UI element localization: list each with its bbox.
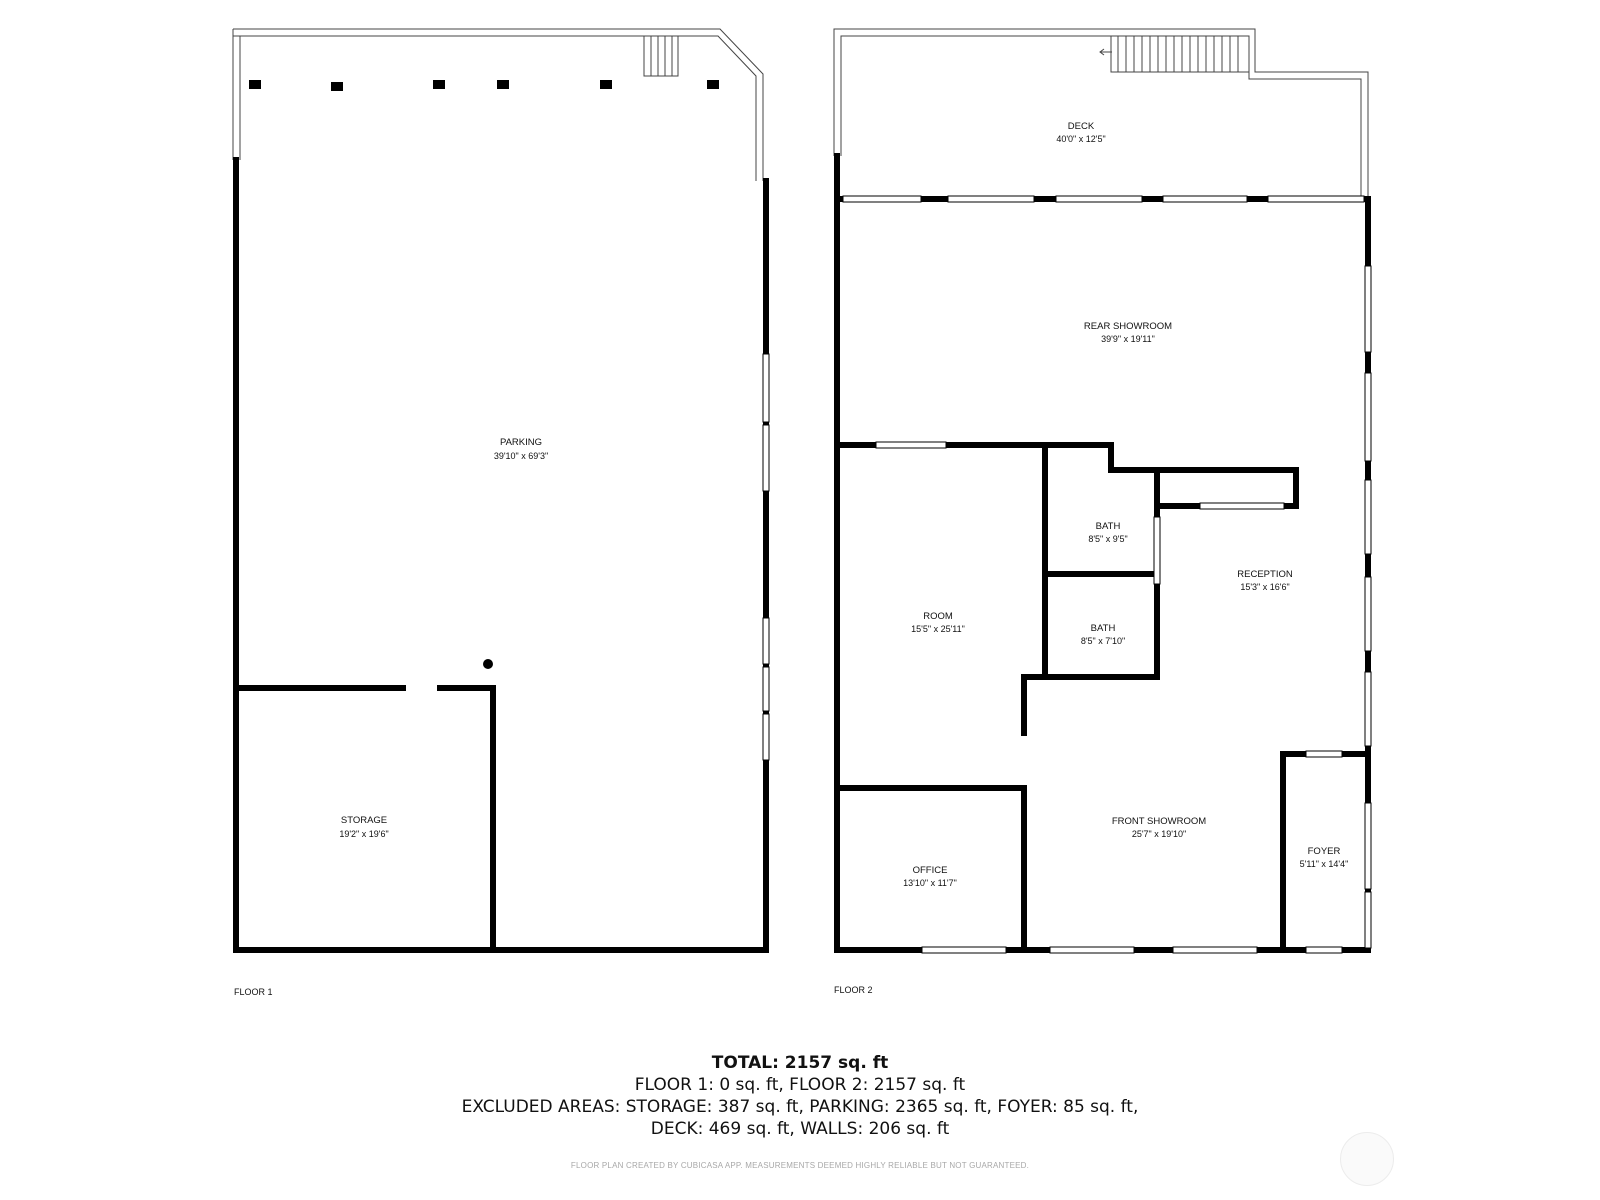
- deck-dims: 40'0" x 12'5": [1056, 134, 1105, 144]
- foyer-dims: 5'11" x 14'4": [1300, 859, 1349, 869]
- office-name: OFFICE: [913, 865, 948, 876]
- floor-2-label: FLOOR 2: [834, 985, 873, 995]
- deck-name: DECK: [1068, 121, 1095, 132]
- floor-2-windows: [842, 195, 1372, 954]
- bath-1-dims: 8'5" x 9'5": [1088, 534, 1127, 544]
- rear-showroom-dims: 39'9" x 19'11": [1101, 334, 1155, 344]
- rear-showroom-name: REAR SHOWROOM: [1084, 321, 1172, 332]
- disclaimer: FLOOR PLAN CREATED BY CUBICASA APP. MEAS…: [570, 1161, 1030, 1170]
- parking-posts: [249, 80, 719, 669]
- foyer-name: FOYER: [1308, 846, 1341, 857]
- floor-1-stair: [643, 35, 679, 77]
- deck-outline: [833, 28, 1369, 196]
- floor-1-top-edge: [232, 28, 764, 181]
- excluded-areas: EXCLUDED AREAS: STORAGE: 387 sq. ft, PAR…: [461, 1097, 1139, 1117]
- bath-2-dims: 8'5" x 7'10": [1081, 636, 1125, 646]
- deck-stairs: [1099, 35, 1250, 73]
- total-area: TOTAL: 2157 sq. ft: [711, 1053, 889, 1073]
- floor-1-label: FLOOR 1: [234, 987, 273, 997]
- front-showroom-dims: 25'7" x 19'10": [1132, 829, 1186, 839]
- reception-name: RECEPTION: [1237, 569, 1293, 580]
- floor-2-plan: [833, 28, 1372, 954]
- parking-name: PARKING: [500, 437, 542, 448]
- floor-1-windows: [762, 353, 770, 761]
- storage-name: STORAGE: [341, 815, 387, 826]
- storage-dims: 19'2" x 19'6": [339, 829, 388, 839]
- floor-2-walls: [834, 153, 1371, 953]
- excluded-areas-continued: DECK: 469 sq. ft, WALLS: 206 sq. ft: [650, 1119, 950, 1139]
- front-showroom-name: FRONT SHOWROOM: [1112, 816, 1206, 827]
- floor-areas: FLOOR 1: 0 sq. ft, FLOOR 2: 2157 sq. ft: [634, 1075, 966, 1095]
- watermark-logo: [1340, 1132, 1394, 1186]
- room-name: ROOM: [923, 611, 953, 622]
- floor-1-plan: [232, 28, 770, 953]
- bath-1-name: BATH: [1096, 521, 1121, 532]
- parking-dims: 39'10" x 69'3": [494, 451, 548, 461]
- reception-dims: 15'3" x 16'6": [1240, 582, 1289, 592]
- area-summary: TOTAL: 2157 sq. ft FLOOR 1: 0 sq. ft, FL…: [300, 1052, 1300, 1140]
- floor-1-walls: [233, 157, 769, 953]
- bath-2-name: BATH: [1091, 623, 1116, 634]
- office-dims: 13'10" x 11'7": [903, 878, 957, 888]
- room-dims: 15'5" x 25'11": [911, 624, 965, 634]
